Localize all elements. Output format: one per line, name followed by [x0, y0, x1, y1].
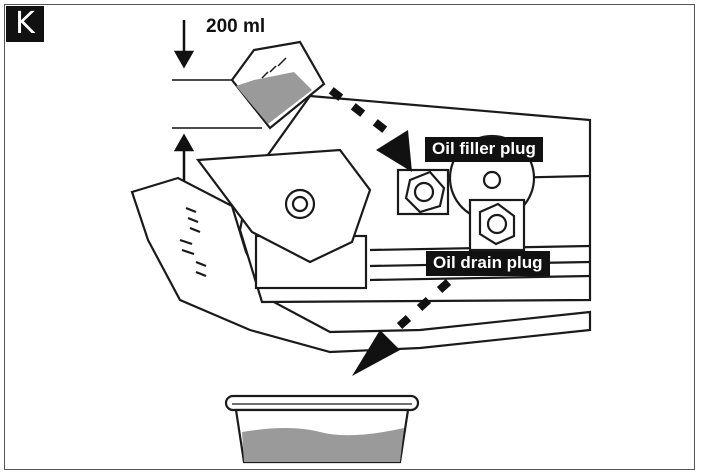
pour-arrow [328, 87, 412, 172]
oil-volume-label: 200 ml [206, 16, 266, 37]
oil-filler-plug-callout: Oil filler plug [425, 137, 543, 162]
oil-drain-plug [468, 198, 526, 252]
drain-arrow [352, 279, 452, 376]
measure-arrow-top [173, 20, 195, 69]
skid-plate [130, 176, 592, 354]
measure-arrow-bottom [173, 133, 195, 184]
panel-letter-badge: K [6, 6, 44, 42]
measuring-cup [230, 40, 326, 130]
oil-drain-plug-callout: Oil drain plug [426, 251, 550, 276]
engine-mount [195, 148, 372, 264]
oil-basin [224, 394, 420, 464]
diagram-frame [4, 4, 695, 470]
